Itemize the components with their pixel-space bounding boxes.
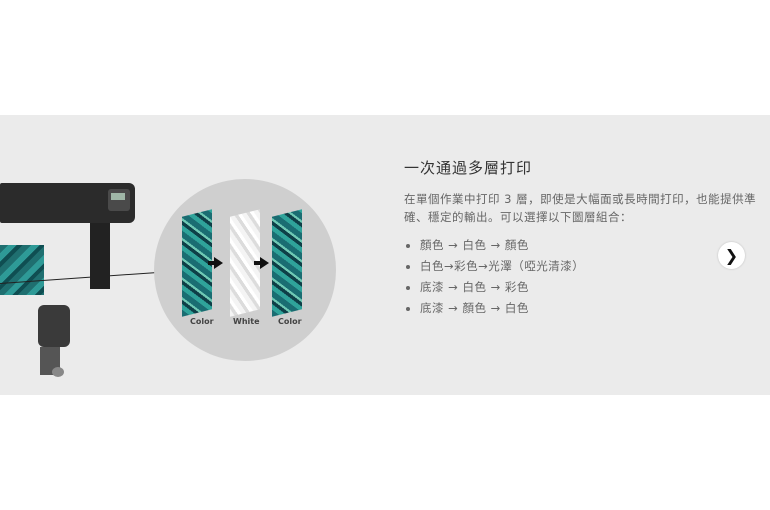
layer-label: Color bbox=[190, 317, 214, 326]
carousel-next-button[interactable]: ❯ bbox=[718, 242, 745, 269]
layer-zoom-circle: Color White Color bbox=[154, 179, 336, 361]
arrow-right-icon bbox=[254, 257, 269, 269]
layer-label: White bbox=[233, 317, 260, 326]
layer-label: Color bbox=[278, 317, 302, 326]
list-item: 底漆 → 白色 → 彩色 bbox=[420, 277, 584, 298]
color-layer-sheet bbox=[272, 209, 302, 317]
list-item: 顏色 → 白色 → 顏色 bbox=[420, 235, 584, 256]
chevron-right-icon: ❯ bbox=[724, 246, 739, 265]
list-item: 底漆 → 顏色 → 白色 bbox=[420, 298, 584, 319]
feature-section: Color White Color 一次通過多層打印 在單個作業中打印 3 層，… bbox=[0, 115, 770, 395]
printer-illustration bbox=[0, 115, 170, 395]
take-up-unit bbox=[38, 305, 70, 347]
printer-leg bbox=[90, 223, 110, 289]
list-item: 白色→彩色→光澤（啞光清漆） bbox=[420, 256, 584, 277]
caster-wheel bbox=[52, 367, 64, 377]
section-description: 在單個作業中打印 3 層，即使是大幅面或長時間打印，也能提供準確、穩定的輸出。可… bbox=[404, 192, 757, 224]
arrow-right-icon bbox=[208, 257, 223, 269]
panel-screen bbox=[111, 193, 125, 200]
section-title: 一次通過多層打印 bbox=[404, 159, 533, 177]
media-roll bbox=[0, 245, 44, 295]
layer-options-list: 顏色 → 白色 → 顏色 白色→彩色→光澤（啞光清漆） 底漆 → 白色 → 彩色… bbox=[404, 235, 584, 319]
